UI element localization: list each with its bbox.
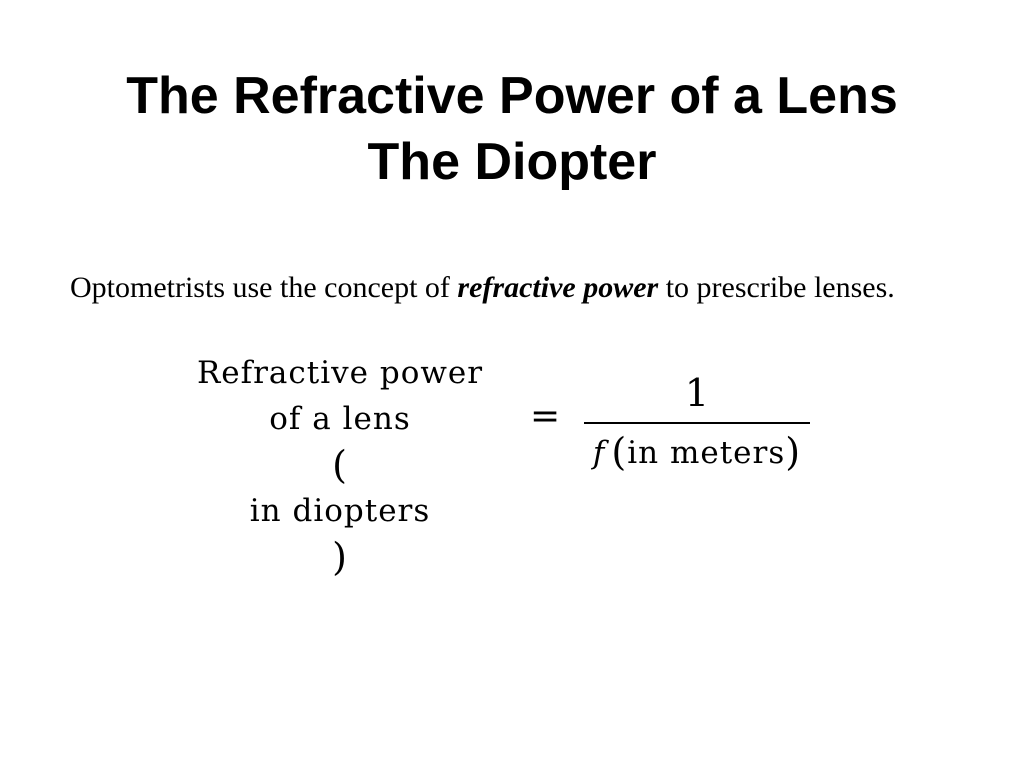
denominator-close-paren: ) <box>785 430 802 474</box>
equation-fraction: 1 f(in meters) <box>584 368 810 475</box>
denominator-open-paren: ( <box>611 430 628 474</box>
intro-emphasis: refractive power <box>457 271 659 304</box>
lhs-line-1: Refractive power <box>196 355 484 391</box>
refractive-power-equation: Refractive power of a lens ( in diopters)… <box>190 350 830 579</box>
fraction-denominator: f(in meters) <box>584 430 810 475</box>
intro-paragraph: Optometrists use the concept of refracti… <box>70 268 950 308</box>
intro-text-after: to prescribe lenses. <box>658 271 895 304</box>
lhs-unit-text: in diopters <box>249 493 431 529</box>
focal-length-variable: f <box>592 435 606 471</box>
lhs-line-2: of a lens <box>269 401 411 437</box>
fraction-bar <box>584 422 810 424</box>
equals-sign: = <box>530 396 561 437</box>
lhs-open-paren: ( <box>332 443 348 487</box>
title-line-2: The Diopter <box>367 132 657 191</box>
lhs-line-3: ( in diopters) <box>190 442 490 580</box>
fraction-numerator: 1 <box>684 371 710 415</box>
intro-text-before: Optometrists use the concept of <box>70 271 458 304</box>
lhs-close-paren: ) <box>332 535 348 579</box>
title-line-1: The Refractive Power of a Lens <box>126 66 898 125</box>
equation-left-side: Refractive power of a lens ( in diopters) <box>190 350 490 580</box>
denominator-unit-text: in meters <box>627 435 786 471</box>
slide-title: The Refractive Power of a Lens The Diopt… <box>0 63 1024 195</box>
